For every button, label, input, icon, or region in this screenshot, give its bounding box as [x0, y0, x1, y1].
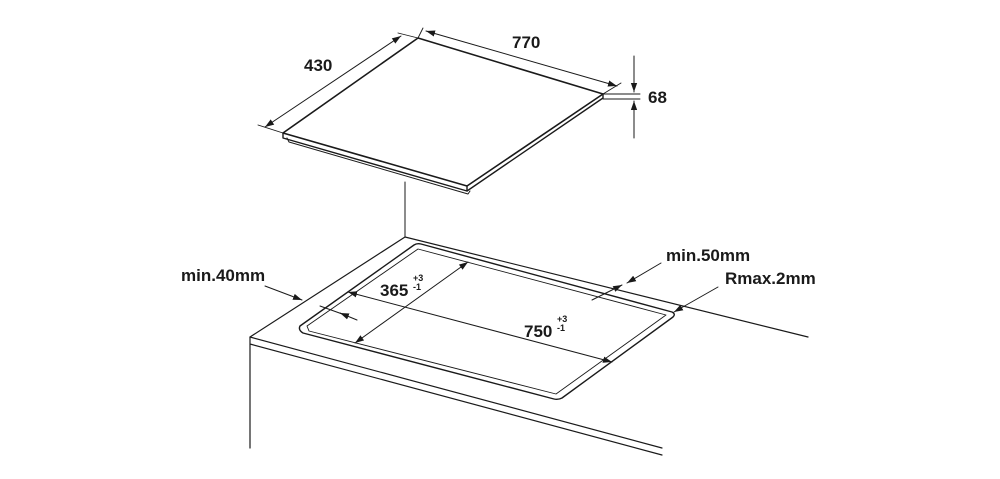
- dimension-68: [602, 55, 641, 139]
- label-770: 770: [512, 33, 540, 52]
- worktop: [249, 236, 809, 456]
- label-min-50mm: min.50mm: [666, 246, 750, 265]
- dimension-750: [347, 291, 613, 363]
- dimension-min-50mm: [591, 262, 662, 301]
- label-rmax-2mm: Rmax.2mm: [725, 269, 816, 288]
- label-365-tol-upper: +3: [413, 273, 423, 283]
- label-430: 430: [304, 56, 332, 75]
- label-365: 365: [380, 281, 408, 300]
- radius-leader: [673, 286, 719, 313]
- label-365-tol-lower: -1: [413, 282, 421, 292]
- dimension-770: [417, 27, 622, 95]
- label-750-tol-upper: +3: [557, 314, 567, 324]
- label-750: 750: [524, 322, 552, 341]
- dimension-430: [257, 32, 419, 134]
- label-750-tol-lower: -1: [557, 323, 565, 333]
- cutout: [298, 242, 675, 401]
- label-min-40mm: min.40mm: [181, 266, 265, 285]
- dimension-min-40mm: [264, 285, 358, 321]
- label-68: 68: [648, 88, 667, 107]
